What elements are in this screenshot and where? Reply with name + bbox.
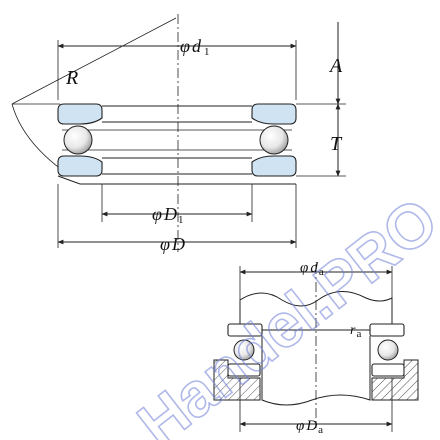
top-washer-right xyxy=(251,103,297,125)
bottom-washer-left xyxy=(57,155,103,177)
top-washer-left xyxy=(57,103,103,125)
detail-top-washer-right xyxy=(369,323,405,337)
housing-left xyxy=(213,359,261,401)
housing-right xyxy=(371,359,419,401)
detail-top-washer-left xyxy=(227,323,263,337)
detail-ball-right xyxy=(377,339,399,361)
detail-ball-left xyxy=(233,339,255,361)
shaft-body xyxy=(239,291,393,331)
bottom-washer-right xyxy=(251,155,297,177)
shaft-lower xyxy=(261,336,371,406)
ball-right xyxy=(259,125,289,155)
label-T: T xyxy=(330,133,343,155)
label-R: R xyxy=(65,67,78,89)
mounting-detail xyxy=(213,264,419,432)
ball-left xyxy=(63,125,93,155)
label-A: A xyxy=(328,55,343,77)
main-bearing-section xyxy=(11,14,346,252)
label-ra: ra xyxy=(350,323,361,340)
detail-bottom-washer-right xyxy=(371,363,405,377)
bottom-washer-outer-edge xyxy=(57,175,296,185)
R-radius-arc xyxy=(11,103,63,171)
R-leader-line-1 xyxy=(11,17,177,105)
